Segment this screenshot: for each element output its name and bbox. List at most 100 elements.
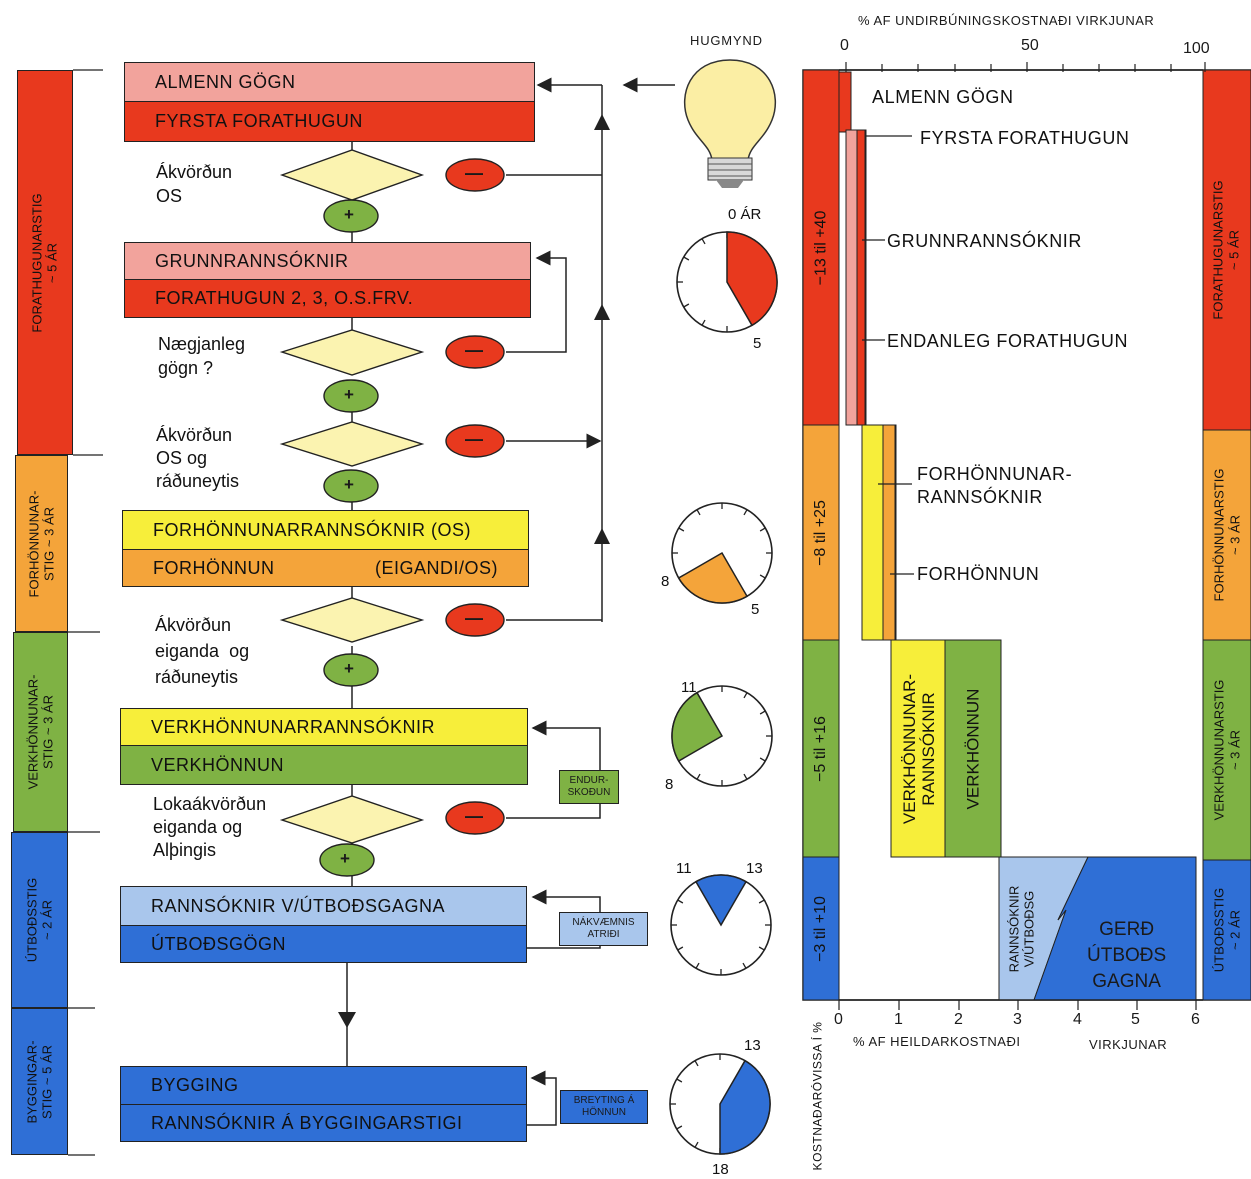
decision-text: Ákvörðun OS [156,162,233,206]
clock-tick [695,962,700,969]
box-verkhonnun: VERKHÖNNUN [120,745,528,785]
right-stage-label: FORHÖNNUNARSTIG ~ 3 ÁR [1211,468,1243,602]
clock-tick [676,1125,683,1130]
clock-sector [726,231,778,327]
flow-lines [346,77,675,1126]
stage-label: FORATHUGUNARSTIG ~ 5 ÁR [30,192,60,333]
minus-symbol: — [465,806,483,826]
nakvaemnis-box: NÁKVÆMNIS ATRIÐI [559,912,648,946]
clock-label: 5 [753,335,762,352]
stage-forhonnun: FORHÖNNUNAR- STIG ~ 3 ÁR [15,455,68,632]
clock-tick [701,319,706,326]
clock-tick [758,899,765,904]
decision-text: Ákvörðun eiganda og ráðuneytis [155,615,250,687]
verkhonnun-label: VERKHÖNNUN [963,688,982,809]
chart-label-almenn: ALMENN GÖGN [872,87,1014,107]
right-stage-label: FORATHUGUNARSTIG ~ 5 ÁR [1211,180,1242,320]
stage-bygging: BYGGINGAR- STIG ~ 5 ÁR [11,1008,68,1155]
clock-tick [759,710,766,715]
clock-tick [743,509,748,516]
stage-verkhonnun: VERKHÖNNUNAR- STIG ~ 3 ÁR [13,632,68,832]
clock-sector [719,1059,771,1155]
stage-label: BYGGINGAR- STIG ~ 5 ÁR [24,1039,55,1124]
clock-label: 5 [751,601,760,618]
endurskodun-box: ENDUR- SKOÐUN [559,770,619,804]
clock-sector [671,691,724,763]
clock-tick [701,238,706,245]
lightbulb-icon [684,59,776,188]
plus-symbol: + [344,205,354,224]
top-tick: 0 [840,37,849,54]
bottom-tick: 6 [1191,1011,1200,1028]
box-forhonnunarrannsoknir: FORHÖNNUNARRANNSÓKNIR (OS) [122,510,529,550]
uncertainty-label: −3 til +10 [812,895,830,962]
box-grunnrannsoknir: GRUNNRANNSÓKNIR [124,242,531,280]
plus-symbol: + [344,475,354,494]
box-rannsoknir-utbodsgagna: RANNSÓKNIR V/ÚTBOÐSGAGNA [120,886,527,926]
clock-tick [742,962,747,969]
minus-symbol: — [465,608,483,628]
chart-label-forhonnun: FORHÖNNUN [917,564,1040,584]
clock-tick [758,946,765,951]
minus-symbol: — [465,429,483,449]
box-fyrsta-forathugun: FYRSTA FORATHUGUN [124,101,535,142]
breyting-box: BREYTING Á HÖNNUN [560,1090,648,1124]
plus-circles [319,199,379,877]
stage-label: FORHÖNNUNAR- STIG ~ 3 ÁR [26,490,57,597]
clock-tick [683,256,690,261]
stage-label: VERKHÖNNUNAR- STIG ~ 3 ÁR [25,674,56,790]
gerd-utbodsgagna-label: GERÐ ÚTBOÐS GAGNA [1087,919,1167,992]
up-arrows [338,114,610,1028]
top-tick: 100 [1183,40,1210,57]
clock-tick [677,899,684,904]
clock-label: 8 [665,776,674,793]
decision-text: Nægjanleg gögn ? [158,334,246,378]
box-forhonnun: FORHÖNNUN(EIGANDI/OS) [122,549,529,587]
chart-label-grunn: GRUNNRANNSÓKNIR [887,231,1083,251]
box-utbodsgogn: ÚTBOÐSGÖGN [120,925,527,963]
clock-tick [678,527,685,532]
clock-sector [694,874,748,927]
decision-text: Lokaákvörðun eiganda og Alþingis [153,794,267,860]
clock-tick [743,692,748,699]
clock-tick [694,1060,699,1067]
cost-chart [802,62,1251,1010]
plus-symbol: + [340,849,350,868]
clock-tick [759,757,766,762]
box-rannsoknir-byggingarstigi: RANNSÓKNIR Á BYGGINGARSTIGI [120,1104,527,1142]
clock-label: 11 [676,860,692,877]
bottom-tick: 4 [1073,1011,1082,1028]
clock-label: 8 [661,573,670,590]
clock-label: 18 [712,1161,729,1178]
box-forathugun-2-3: FORATHUGUN 2, 3, O.S.FRV. [124,279,531,318]
decision-diamonds [279,149,425,844]
idea-label: HUGMYND [690,33,763,48]
top-tick: 50 [1021,37,1039,54]
clock-label: 13 [746,860,763,877]
clock-tick [759,527,766,532]
bottom-tick: 0 [834,1011,843,1028]
decision-text: Ákvörðun OS og ráðuneytis [156,425,240,491]
clocks [669,231,778,1155]
bottom-tick: 1 [894,1011,903,1028]
clock-tick [696,773,701,780]
uncertainty-label: −8 til +25 [812,499,830,566]
box-almenn-gogn: ALMENN GÖGN [124,62,535,102]
uncertainty-label: −13 til +40 [812,210,830,285]
clock-tick [694,1141,699,1148]
clock-tick [759,574,766,579]
bottom-axis-title-2: VIRKJUNAR [1089,1037,1168,1052]
clock-sector [677,551,749,604]
chart-label-endanleg: ENDANLEG FORATHUGUN [887,331,1129,351]
stage-utbod: ÚTBOÐSSTIG ~ 2 ÁR [11,832,68,1008]
clock-tick [743,773,748,780]
verkhonnunarrannsoknir-label: VERKHÖNNUNAR- RANNSÓKNIR [900,673,938,824]
minus-symbol: — [465,340,483,360]
clock-tick [696,509,701,516]
chart-label-forhonnunarrannsoknir: FORHÖNNUNAR- RANNSÓKNIR [917,464,1073,507]
bottom-tick: 2 [954,1011,963,1028]
uncertainty-label: −5 til +16 [812,715,830,782]
clock-label: 13 [744,1037,761,1054]
left-axis-title: KOSTNAÐARÓVISSA Í % [810,1021,824,1170]
clock-label: 11 [681,679,697,696]
